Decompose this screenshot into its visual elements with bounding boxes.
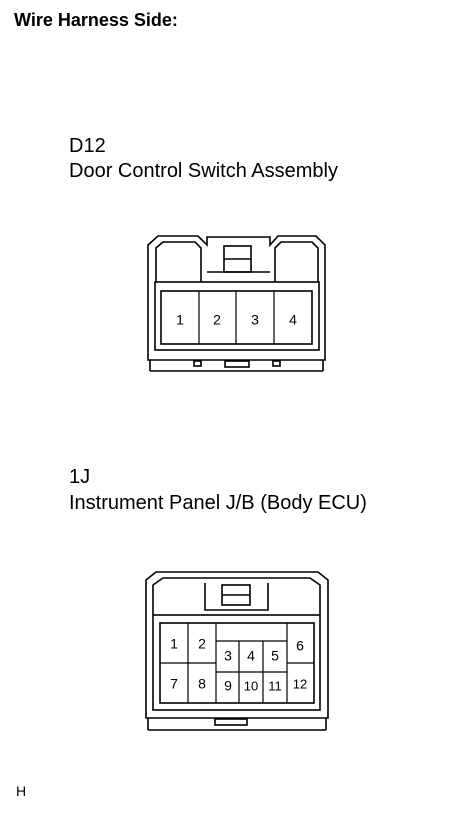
connector-1j-id: 1J	[69, 466, 91, 488]
pin-label: 10	[244, 678, 258, 693]
pin-label: 1	[176, 312, 184, 328]
figure-code: H	[16, 783, 27, 799]
pin-label: 8	[198, 676, 206, 692]
pin-label: 3	[251, 312, 259, 328]
pin-label: 9	[224, 678, 232, 694]
pin-label: 6	[296, 638, 304, 654]
pin-label: 2	[213, 312, 221, 328]
pin-label: 4	[289, 312, 297, 328]
pin-label: 3	[224, 648, 232, 664]
pin-label: 2	[198, 636, 206, 652]
pin-label: 11	[268, 678, 282, 693]
pin-label: 4	[247, 648, 255, 664]
pin-label: 5	[271, 648, 279, 664]
pin-label: 12	[293, 676, 307, 691]
connector-1j-name: Instrument Panel J/B (Body ECU)	[69, 492, 367, 514]
connector-d12-name: Door Control Switch Assembly	[69, 160, 338, 182]
pin-label: 1	[170, 636, 178, 652]
connector-d12-id: D12	[69, 135, 106, 157]
pin-label: 7	[170, 676, 178, 692]
page-title: Wire Harness Side:	[14, 10, 178, 30]
